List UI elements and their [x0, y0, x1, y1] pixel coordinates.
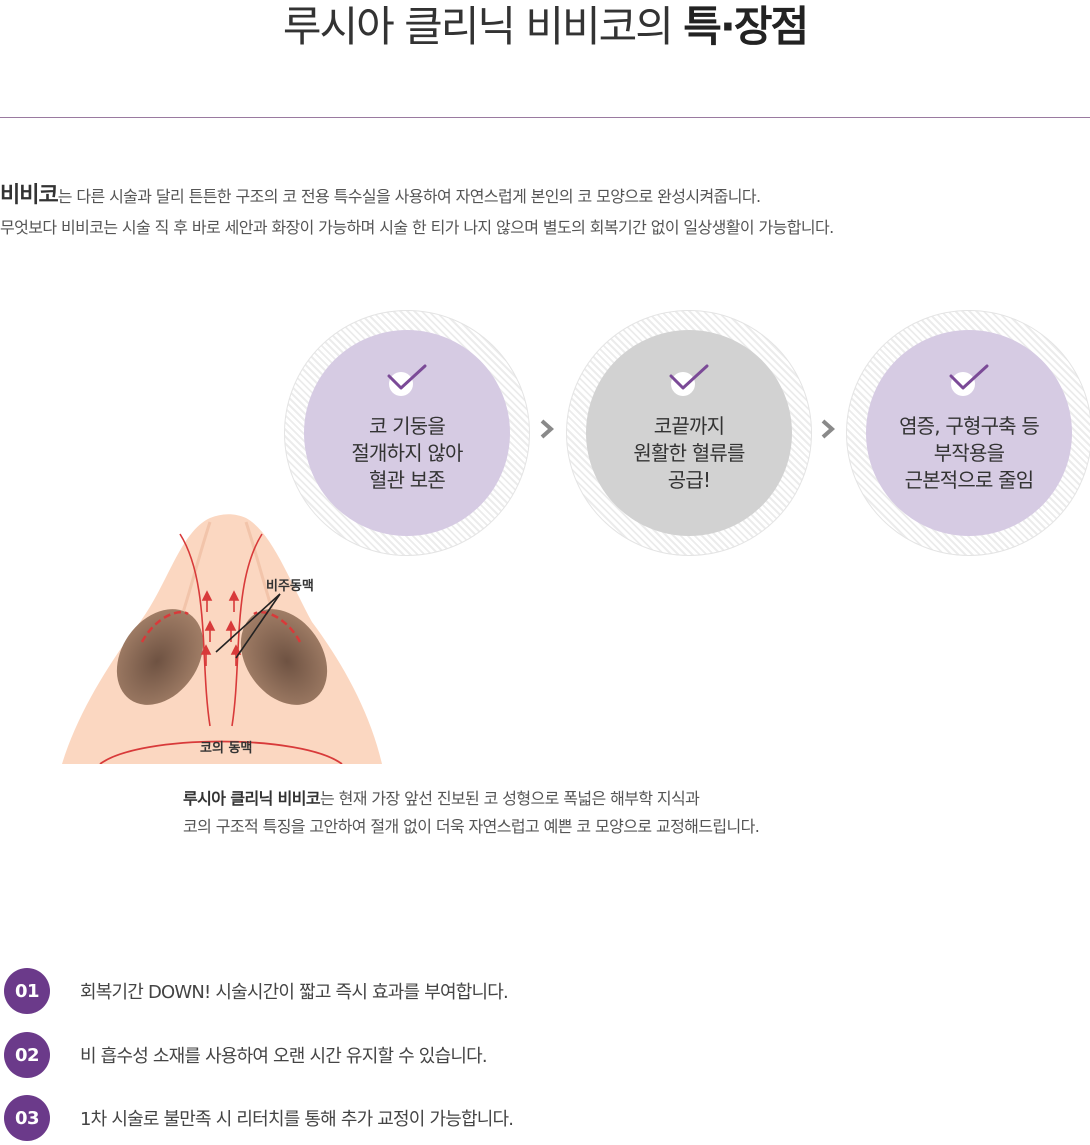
- point-item: 02 비 흡수성 소재를 사용하여 오랜 시간 유지할 수 있습니다.: [4, 1032, 1084, 1078]
- feature-2-line-1: 코끝까지: [653, 413, 725, 438]
- point-text: 회복기간 DOWN! 시술시간이 짧고 즉시 효과를 부여합니다.: [80, 982, 509, 1003]
- feature-2-line-2: 원활한 혈류를: [633, 440, 745, 465]
- feature-1-line-2: 절개하지 않아: [351, 440, 463, 465]
- intro-lead: 비비코: [0, 183, 59, 208]
- feature-3-line-3: 근본적으로 줄임: [904, 467, 1035, 492]
- description-line-1: 루시아 클리닉 비비코는 현재 가장 앞선 진보된 코 성형으로 폭넓은 해부학…: [183, 785, 1043, 813]
- label-columella-artery: 비주동맥: [266, 578, 314, 594]
- nose-artery-diagram: 비주동맥 코의 동맥: [62, 514, 382, 764]
- point-number-badge: 03: [4, 1095, 50, 1141]
- page-title-light: 루시아 클리닉 비비코의: [282, 2, 674, 51]
- feature-1-line-1: 코 기둥을: [369, 413, 446, 438]
- feature-circle-3-inner: 염증, 구형구축 등 부작용을 근본적으로 줄임: [866, 330, 1072, 536]
- feature-1-line-3: 혈관 보존: [369, 467, 446, 492]
- point-text: 비 흡수성 소재를 사용하여 오랜 시간 유지할 수 있습니다.: [80, 1046, 488, 1067]
- feature-3-line-2: 부작용을: [933, 440, 1005, 465]
- point-number-badge: 02: [4, 1032, 50, 1078]
- intro-text: 비비코는 다른 시술과 달리 튼튼한 구조의 코 전용 특수실을 사용하여 자연…: [0, 180, 1090, 243]
- feature-circle-1: 코 기둥을 절개하지 않아 혈관 보존: [284, 310, 530, 556]
- intro-line-1: 비비코는 다른 시술과 달리 튼튼한 구조의 코 전용 특수실을 사용하여 자연…: [0, 180, 1090, 212]
- point-text: 1차 시술로 불만족 시 리터치를 통해 추가 교정이 가능합니다.: [80, 1109, 514, 1130]
- check-icon: [669, 364, 709, 396]
- feature-circle-3: 염증, 구형구축 등 부작용을 근본적으로 줄임: [846, 310, 1090, 556]
- feature-circle-2-inner: 코끝까지 원활한 혈류를 공급!: [586, 330, 792, 536]
- feature-3-line-1: 염증, 구형구축 등: [899, 413, 1040, 438]
- chevron-right-icon: [821, 419, 835, 439]
- feature-2-line-3: 공급!: [667, 467, 711, 492]
- check-icon: [949, 364, 989, 396]
- description-line-2: 코의 구조적 특징을 고안하여 절개 없이 더욱 자연스럽고 예쁜 코 모양으로…: [183, 817, 760, 836]
- feature-circle-2: 코끝까지 원활한 혈류를 공급!: [566, 310, 812, 556]
- chevron-right-icon: [540, 419, 554, 439]
- intro-line-1-rest: 는 다른 시술과 달리 튼튼한 구조의 코 전용 특수실을 사용하여 자연스럽게…: [57, 187, 761, 206]
- point-item: 03 1차 시술로 불만족 시 리터치를 통해 추가 교정이 가능합니다.: [4, 1095, 1084, 1141]
- check-icon: [387, 364, 427, 396]
- page-title: 루시아 클리닉 비비코의 특·장점: [0, 0, 1090, 60]
- point-number-badge: 01: [4, 968, 50, 1014]
- description-text: 루시아 클리닉 비비코는 현재 가장 앞선 진보된 코 성형으로 폭넓은 해부학…: [183, 785, 1043, 841]
- page-title-bold: 특·장점: [683, 2, 809, 51]
- feature-circle-1-inner: 코 기둥을 절개하지 않아 혈관 보존: [304, 330, 510, 536]
- description-line-1-rest: 는 현재 가장 앞선 진보된 코 성형으로 폭넓은 해부학 지식과: [320, 789, 700, 808]
- point-item: 01 회복기간 DOWN! 시술시간이 짧고 즉시 효과를 부여합니다.: [4, 968, 1084, 1014]
- label-nose-artery: 코의 동맥: [200, 740, 252, 756]
- intro-line-2: 무엇보다 비비코는 시술 직 후 바로 세안과 화장이 가능하며 시술 한 티가…: [0, 218, 834, 237]
- description-lead: 루시아 클리닉 비비코: [183, 789, 321, 808]
- title-divider: [0, 117, 1090, 118]
